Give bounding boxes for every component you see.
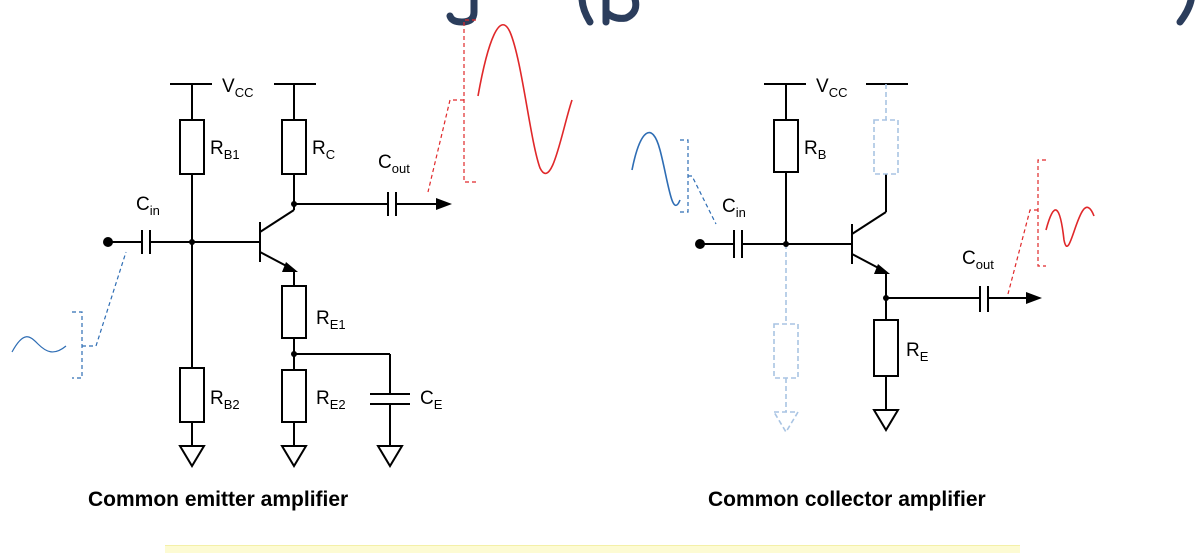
cc-emitter-arrow-icon bbox=[874, 264, 890, 274]
ce-rc-resistor bbox=[281, 119, 307, 175]
amplifier-circuit-diagram: VCC RB1 RC Cout Cin RE1 RB2 RE2 CE bbox=[11, 19, 1095, 468]
title-paren-left bbox=[578, 0, 594, 26]
cc-re-ground-icon bbox=[872, 409, 900, 432]
ce-output-leader bbox=[427, 99, 464, 193]
ce-rb1-label: RB1 bbox=[210, 138, 240, 162]
cc-emitter-node bbox=[883, 295, 889, 301]
ce-input-bracket bbox=[72, 311, 83, 379]
cc-input-bracket bbox=[680, 139, 689, 213]
slide-title-fragment bbox=[446, 0, 1195, 26]
note-box bbox=[165, 545, 1020, 553]
ce-re2-ground-icon bbox=[280, 445, 308, 468]
cc-vcc-label: VCC bbox=[816, 76, 847, 100]
ce-dots-and-arrows bbox=[103, 198, 452, 357]
cc-ghost-ground-icon bbox=[772, 411, 800, 434]
cc-ghost-rc-resistor bbox=[873, 119, 899, 175]
ce-transistor-collector bbox=[259, 209, 295, 233]
ce-re1-resistor bbox=[281, 285, 307, 339]
ce-ce-label: CE bbox=[420, 388, 443, 412]
ce-collector-node bbox=[291, 201, 297, 207]
title-glyph-left bbox=[446, 0, 478, 26]
cc-base-node bbox=[783, 241, 789, 247]
cc-ghost-components bbox=[772, 84, 899, 434]
common-emitter-circuit bbox=[110, 83, 436, 468]
cc-transistor-collector bbox=[851, 211, 887, 235]
ce-emitter-node bbox=[291, 351, 297, 357]
ce-output-wave bbox=[477, 24, 573, 175]
ce-cout-label: Cout bbox=[378, 152, 410, 176]
ce-base-node bbox=[189, 239, 195, 245]
common-collector-circuit bbox=[702, 83, 1026, 432]
ce-re1-label: RE1 bbox=[316, 308, 346, 332]
cc-input-terminal bbox=[695, 239, 705, 249]
ce-input-terminal bbox=[103, 237, 113, 247]
ce-ce-ground-icon bbox=[376, 445, 404, 468]
cc-dots-and-arrows bbox=[695, 239, 1042, 304]
cc-input-leader bbox=[688, 175, 717, 225]
cc-re-resistor bbox=[873, 319, 899, 377]
cc-input-wave bbox=[631, 131, 681, 207]
ce-input-wave bbox=[11, 336, 67, 353]
ce-re2-label: RE2 bbox=[316, 388, 346, 412]
cc-rb-resistor bbox=[773, 119, 799, 173]
ce-cin-label: Cin bbox=[136, 194, 160, 218]
cc-output-signal bbox=[1007, 159, 1095, 295]
ce-output-bracket bbox=[463, 19, 476, 183]
ce-rb2-ground-icon bbox=[178, 445, 206, 468]
ce-output-signal bbox=[427, 19, 573, 193]
ce-vcc-label: VCC bbox=[222, 76, 253, 100]
ce-output-arrow-icon bbox=[436, 198, 452, 210]
cc-input-signal bbox=[631, 131, 717, 225]
cc-cout-label: Cout bbox=[962, 248, 994, 272]
cc-output-bracket bbox=[1037, 159, 1046, 267]
cc-re-label: RE bbox=[906, 340, 929, 364]
common-emitter-caption: Common emitter amplifier bbox=[88, 488, 349, 511]
cc-rb-label: RB bbox=[804, 138, 826, 162]
ce-input-leader bbox=[82, 251, 127, 347]
ce-rc-label: RC bbox=[312, 138, 335, 162]
ce-input-signal bbox=[11, 251, 127, 379]
ce-re2-resistor bbox=[281, 369, 307, 423]
ce-rb1-resistor bbox=[179, 119, 205, 175]
cc-cin-label: Cin bbox=[722, 196, 746, 220]
title-paren-right bbox=[1176, 0, 1195, 26]
ce-rb2-resistor bbox=[179, 367, 205, 423]
cc-ghost-rb2-resistor bbox=[773, 323, 799, 379]
title-glyph-bowl bbox=[602, 0, 640, 22]
cc-output-arrow-icon bbox=[1026, 292, 1042, 304]
cc-output-wave bbox=[1045, 206, 1095, 248]
ce-rb2-label: RB2 bbox=[210, 388, 240, 412]
common-collector-caption: Common collector amplifier bbox=[708, 488, 986, 511]
cc-output-leader bbox=[1007, 209, 1038, 295]
ce-emitter-arrow-icon bbox=[282, 262, 298, 272]
